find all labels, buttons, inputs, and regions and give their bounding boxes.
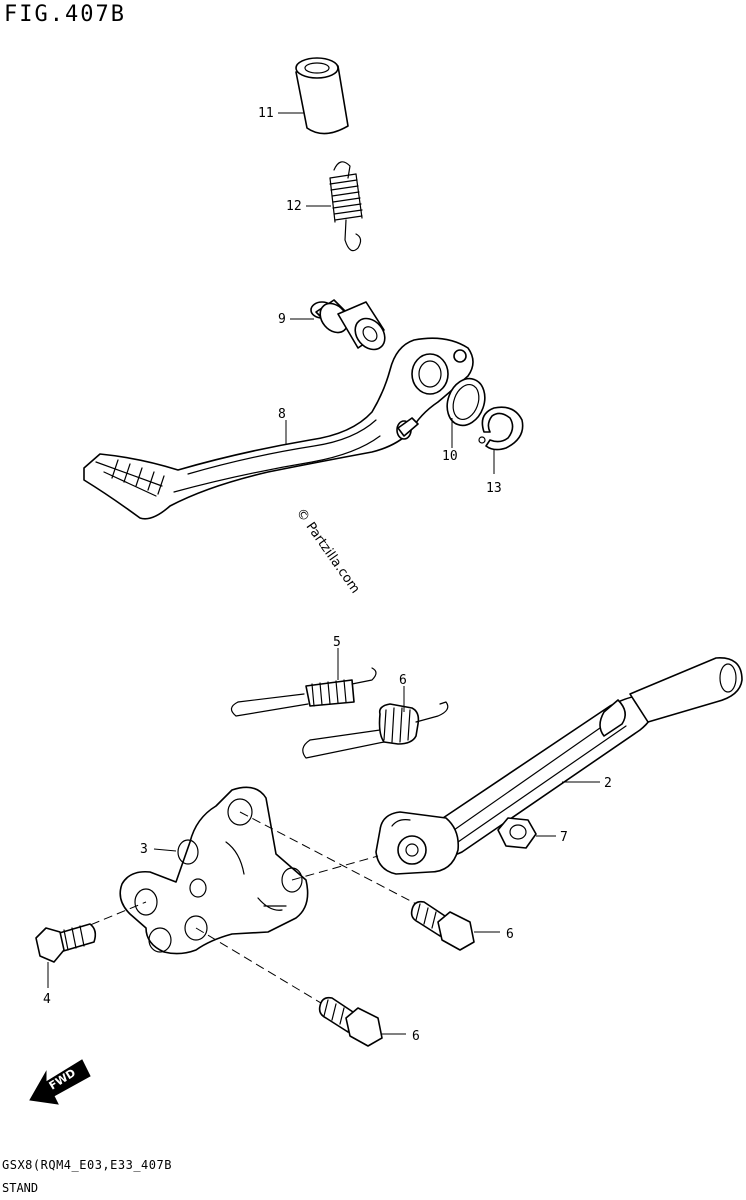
callout-10: 10 [442,449,458,464]
fwd-arrow-icon: FWD [29,1059,91,1105]
part-4-spring [230,667,377,717]
callout-6-lower: 6 [412,1029,420,1044]
part-11-collar [295,57,349,135]
callout-13: 13 [486,481,502,496]
callout-3: 4 [43,992,51,1007]
assembly-line-stand [291,855,379,881]
part-13-circlip [478,406,524,451]
callout-2: 3 [140,842,148,857]
callout-11: 11 [258,106,274,121]
part-7-nut [497,817,537,849]
callout-8: 8 [278,407,286,422]
callout-4: 5 [333,635,341,650]
part-6-bolt-lower [318,996,383,1047]
figure-code: GSX8(RQM4_E03,E33_407B [2,1158,172,1172]
part-2-stand-bracket [119,786,309,955]
part-5-spring [302,701,449,759]
part-12-spring [329,161,363,252]
callout-7: 7 [560,830,568,845]
part-1-side-stand [375,657,743,875]
callout-9: 9 [278,312,286,327]
part-6-bolt-upper [410,900,475,951]
part-9-pivot-bolt [310,299,386,351]
callout-6-upper: 6 [506,927,514,942]
assembly-line-bolt3 [77,901,147,931]
part-3-bolt [35,923,97,963]
callout-1: 2 [604,776,612,791]
watermark: © Partzilla.com [293,506,363,597]
figure-title: FIG.407B [4,2,126,27]
callout-5: 6 [399,673,407,688]
figure-name: STAND [2,1181,39,1195]
callout-12: 12 [286,199,302,214]
part-8-brake-pedal [83,337,474,520]
assembly-line-upper [239,811,425,909]
assembly-line-lower [195,927,337,1013]
part-10-washer [446,377,486,427]
